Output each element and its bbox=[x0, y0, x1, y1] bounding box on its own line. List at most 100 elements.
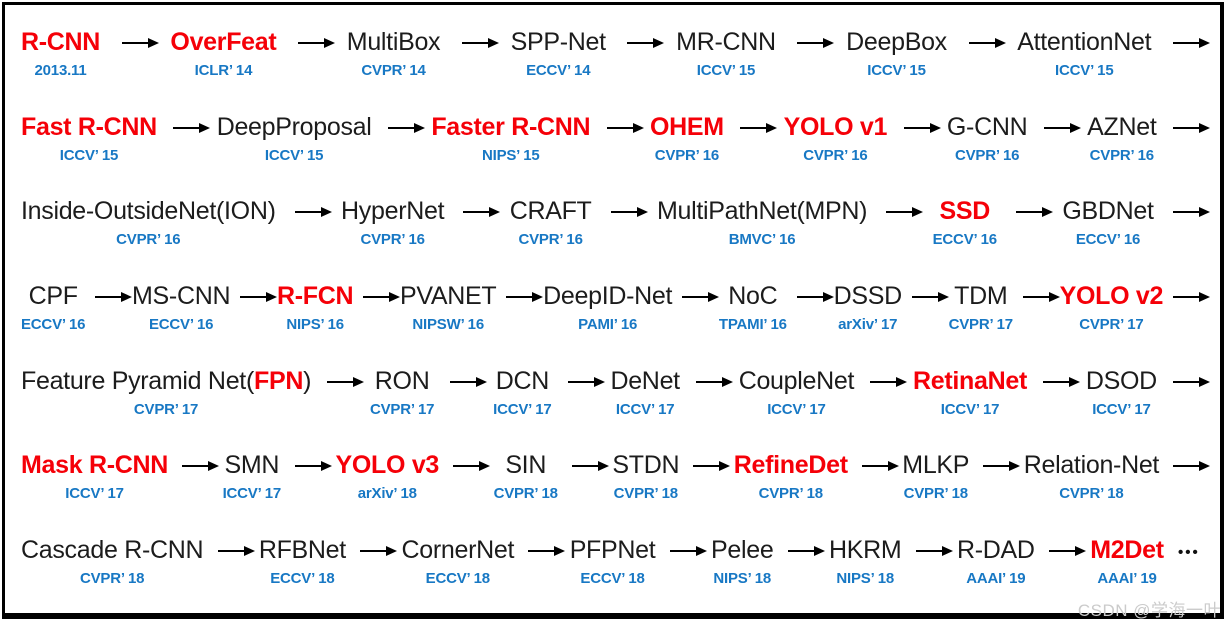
model-name: DSSD bbox=[833, 281, 903, 311]
model-name: Faster R-CNN bbox=[431, 112, 590, 142]
arrow-icon bbox=[387, 122, 425, 133]
model-name: DeepID-Net bbox=[543, 281, 672, 311]
venue-label: 2013.11 bbox=[34, 62, 87, 80]
model-name-part: DSSD bbox=[833, 281, 903, 310]
venue-label: CVPR’ 16 bbox=[1089, 146, 1154, 164]
arrow-icon bbox=[294, 461, 332, 472]
arrow-icon bbox=[360, 545, 398, 556]
model-name: NoC bbox=[728, 281, 777, 311]
venue-label: ECCV’ 16 bbox=[932, 231, 997, 249]
model-name: YOLO v2 bbox=[1060, 281, 1164, 311]
venue-label: CVPR’ 18 bbox=[758, 485, 823, 503]
model-name-part: SMN bbox=[224, 451, 280, 480]
model-name-part: TDM bbox=[954, 281, 1008, 310]
model-node: G-CNN CVPR’ 16 bbox=[946, 112, 1028, 164]
model-name: Inside-OutsideNet(ION) bbox=[21, 196, 276, 226]
model-name: YOLO v3 bbox=[336, 450, 440, 480]
model-name-part: OHEM bbox=[650, 112, 724, 141]
model-name-part: G-CNN bbox=[946, 112, 1028, 141]
model-name-part: MLKP bbox=[902, 451, 970, 480]
model-name-part: NoC bbox=[728, 281, 778, 310]
venue-label: NIPS’ 15 bbox=[481, 146, 540, 164]
model-name: CoupleNet bbox=[738, 366, 855, 396]
model-name-part: STDN bbox=[612, 451, 680, 480]
model-name: DeepBox bbox=[846, 27, 947, 57]
model-node: Feature Pyramid Net(FPN)CVPR’ 17 bbox=[21, 366, 311, 418]
model-name: HyperNet bbox=[341, 196, 445, 226]
model-name: MR-CNN bbox=[676, 27, 776, 57]
model-name: OverFeat bbox=[170, 27, 276, 57]
venue-label: ECCV’ 18 bbox=[270, 569, 335, 587]
model-name: GBDNet bbox=[1062, 196, 1154, 226]
model-name-part: YOLO v3 bbox=[335, 451, 440, 480]
model-name: R-CNN bbox=[21, 27, 100, 57]
arrow-icon bbox=[682, 291, 719, 302]
model-name-part: YOLO v2 bbox=[1059, 281, 1164, 310]
model-name: AZNet bbox=[1087, 112, 1157, 142]
venue-label: CVPR’ 16 bbox=[360, 231, 425, 249]
model-name-part: OverFeat bbox=[170, 28, 277, 57]
model-name: G-CNN bbox=[946, 112, 1028, 142]
venue-label: CVPR’ 18 bbox=[613, 485, 678, 503]
model-name: RefineDet bbox=[734, 450, 848, 480]
arrow-icon bbox=[861, 461, 899, 472]
model-name-part: Cascade R-CNN bbox=[21, 535, 204, 564]
venue-label: NIPSW’ 16 bbox=[412, 315, 484, 333]
arrow-icon bbox=[450, 376, 488, 387]
arrow-icon bbox=[1043, 122, 1081, 133]
venue-label: CVPR’ 17 bbox=[948, 315, 1013, 333]
model-name: TDM bbox=[954, 281, 1008, 311]
arrow-icon bbox=[121, 38, 159, 49]
venue-label: ICLR’ 14 bbox=[194, 62, 253, 80]
model-name-part: SPP-Net bbox=[510, 28, 606, 57]
arrow-icon bbox=[240, 291, 278, 302]
model-name-part: HKRM bbox=[829, 535, 902, 564]
ellipsis: ••• bbox=[1178, 543, 1200, 561]
arrow-icon bbox=[1172, 461, 1210, 472]
arrow-icon bbox=[606, 122, 644, 133]
arrow-icon bbox=[610, 207, 648, 218]
model-name-part: ) bbox=[303, 366, 312, 395]
model-name: Fast R-CNN bbox=[21, 112, 157, 142]
venue-label: ICCV’ 17 bbox=[615, 400, 675, 418]
model-name-part: Pelee bbox=[710, 535, 774, 564]
model-name-part: CoupleNet bbox=[738, 366, 855, 395]
arrow-icon bbox=[982, 461, 1020, 472]
arrow-icon bbox=[1042, 376, 1080, 387]
venue-label: NIPS’ 18 bbox=[836, 569, 895, 587]
arrow-icon bbox=[870, 376, 908, 387]
venue-label: CVPR’ 16 bbox=[954, 146, 1020, 164]
model-name-part: DeNet bbox=[610, 366, 680, 395]
arrow-icon bbox=[298, 38, 336, 49]
model-name-part: Fast R-CNN bbox=[21, 112, 157, 141]
model-name: STDN bbox=[612, 450, 679, 480]
venue-label: ICCV’ 15 bbox=[264, 146, 324, 164]
model-name-part: DeepID-Net bbox=[543, 281, 673, 310]
arrow-icon bbox=[669, 545, 707, 556]
venue-label: CVPR’ 16 bbox=[518, 231, 583, 249]
model-name-part: RON bbox=[374, 366, 430, 395]
model-name-part: GBDNet bbox=[1062, 197, 1154, 226]
arrow-icon bbox=[968, 38, 1006, 49]
model-name-part: CornerNet bbox=[401, 535, 515, 564]
arrow-icon bbox=[294, 207, 332, 218]
